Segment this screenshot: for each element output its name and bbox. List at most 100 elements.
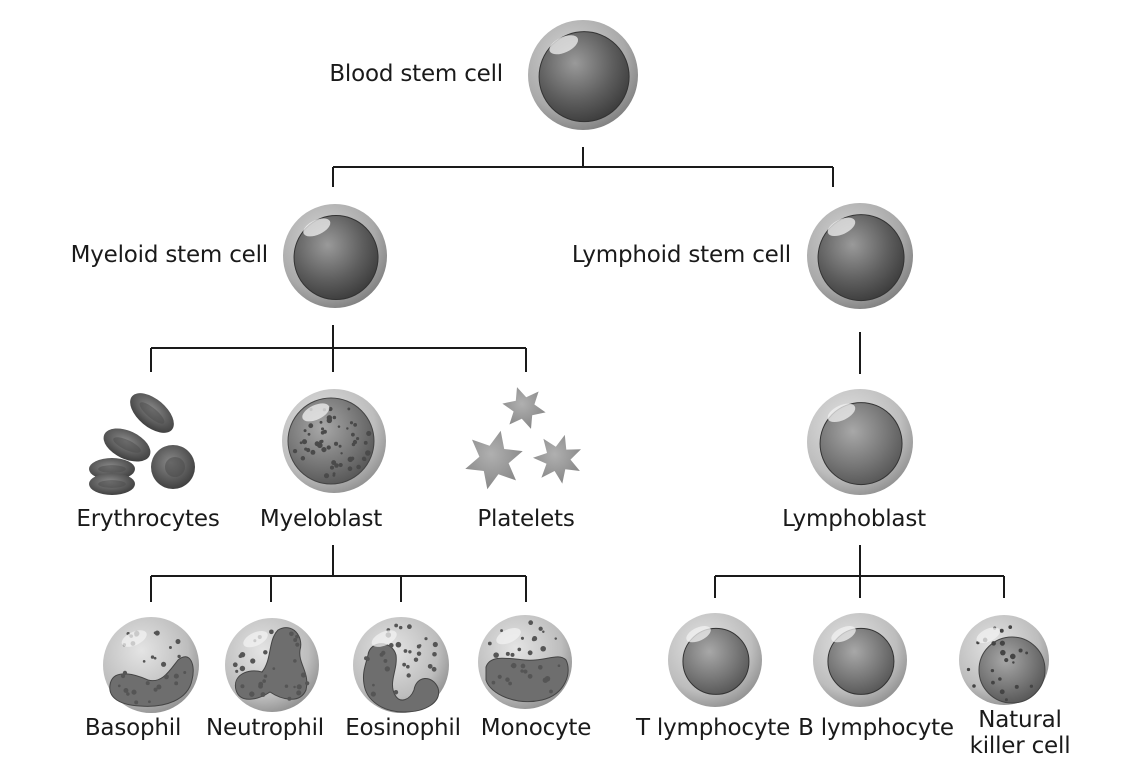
granule	[120, 673, 126, 679]
highlight	[831, 625, 856, 643]
granule	[258, 683, 263, 689]
granule	[406, 673, 411, 678]
granule	[416, 651, 422, 656]
granule	[183, 671, 187, 675]
granule	[154, 630, 160, 636]
granule	[296, 684, 302, 690]
granule	[333, 441, 339, 446]
rbc-center	[98, 465, 126, 473]
granule	[347, 466, 353, 472]
rbc-center	[113, 437, 141, 453]
granule	[321, 446, 327, 453]
myeloid-stem-cell-icon	[283, 204, 387, 308]
granule	[403, 649, 408, 653]
highlight	[371, 630, 397, 647]
granule	[349, 421, 354, 425]
granule	[145, 681, 150, 686]
blood-stem-cell-icon	[528, 20, 638, 130]
granule	[363, 440, 368, 445]
highlight	[976, 627, 1000, 644]
granule	[306, 448, 311, 453]
granule	[487, 641, 492, 646]
label-nk-line-1: Natural	[978, 707, 1062, 733]
highlight	[303, 218, 331, 237]
granule	[520, 663, 526, 669]
granule	[347, 407, 351, 411]
granule	[520, 636, 524, 640]
granule	[117, 684, 121, 688]
granule	[320, 427, 325, 431]
erythrocytes-icon	[89, 393, 195, 495]
granule	[260, 692, 266, 698]
granule	[350, 456, 355, 461]
cell-nucleus	[234, 627, 308, 700]
granule	[395, 641, 402, 648]
granule	[991, 680, 995, 685]
granule	[134, 700, 139, 705]
platelet	[533, 434, 581, 484]
granule	[293, 638, 298, 642]
granule	[161, 661, 167, 667]
granule	[538, 626, 543, 631]
granule	[500, 629, 503, 633]
granule	[352, 439, 358, 445]
granule	[493, 652, 499, 658]
granule	[153, 631, 157, 635]
granule	[319, 420, 323, 424]
granule	[540, 645, 546, 652]
granule	[554, 637, 558, 640]
label-myeloblast: Myeloblast	[259, 506, 383, 532]
granule	[292, 448, 298, 454]
label-neutrophil: Neutrophil	[206, 715, 324, 741]
granule	[331, 460, 337, 466]
granule	[153, 687, 158, 692]
granule	[239, 665, 246, 672]
granule	[310, 449, 316, 455]
granule	[249, 691, 255, 697]
granule	[520, 669, 524, 673]
granule	[505, 677, 510, 682]
highlight	[827, 403, 856, 423]
label-eosinophil: Eosinophil	[345, 715, 461, 741]
granule	[356, 464, 361, 470]
granule	[263, 650, 268, 655]
granule	[1004, 657, 1009, 663]
granule	[418, 644, 422, 648]
granule	[263, 674, 268, 678]
highlight	[549, 35, 579, 55]
granule	[432, 641, 438, 648]
b-lymphocyte-icon	[813, 613, 907, 707]
granule	[370, 691, 376, 697]
granule	[332, 473, 336, 477]
neutrophil-icon	[225, 618, 319, 712]
granule	[398, 625, 403, 630]
granule	[250, 658, 256, 664]
granule	[972, 684, 976, 688]
granule	[293, 659, 297, 663]
granule	[239, 651, 246, 658]
granule	[123, 688, 129, 693]
granule	[173, 673, 179, 679]
granule	[999, 628, 1004, 633]
label-platelets: Platelets	[477, 506, 575, 532]
granule	[408, 650, 412, 654]
granule	[326, 415, 333, 421]
cell-nucleus	[682, 627, 750, 695]
granule	[307, 432, 311, 436]
granule	[293, 685, 296, 689]
label-b-lymphocyte: B lymphocyte	[798, 715, 954, 741]
label-natural-killer-cell: Natural killer cell	[970, 707, 1071, 759]
highlight	[302, 403, 330, 422]
granule	[295, 634, 299, 639]
granule	[346, 427, 349, 430]
granule	[413, 657, 419, 662]
granule	[175, 639, 181, 645]
granule	[326, 445, 331, 450]
granule	[999, 640, 1005, 646]
cell-nucleus	[363, 643, 440, 713]
platelets-icon	[465, 387, 581, 490]
cell-nucleus	[827, 627, 895, 695]
granule	[1000, 649, 1006, 656]
lymphoid-stem-cell-icon	[807, 203, 913, 309]
connector-lines	[150, 147, 1005, 602]
